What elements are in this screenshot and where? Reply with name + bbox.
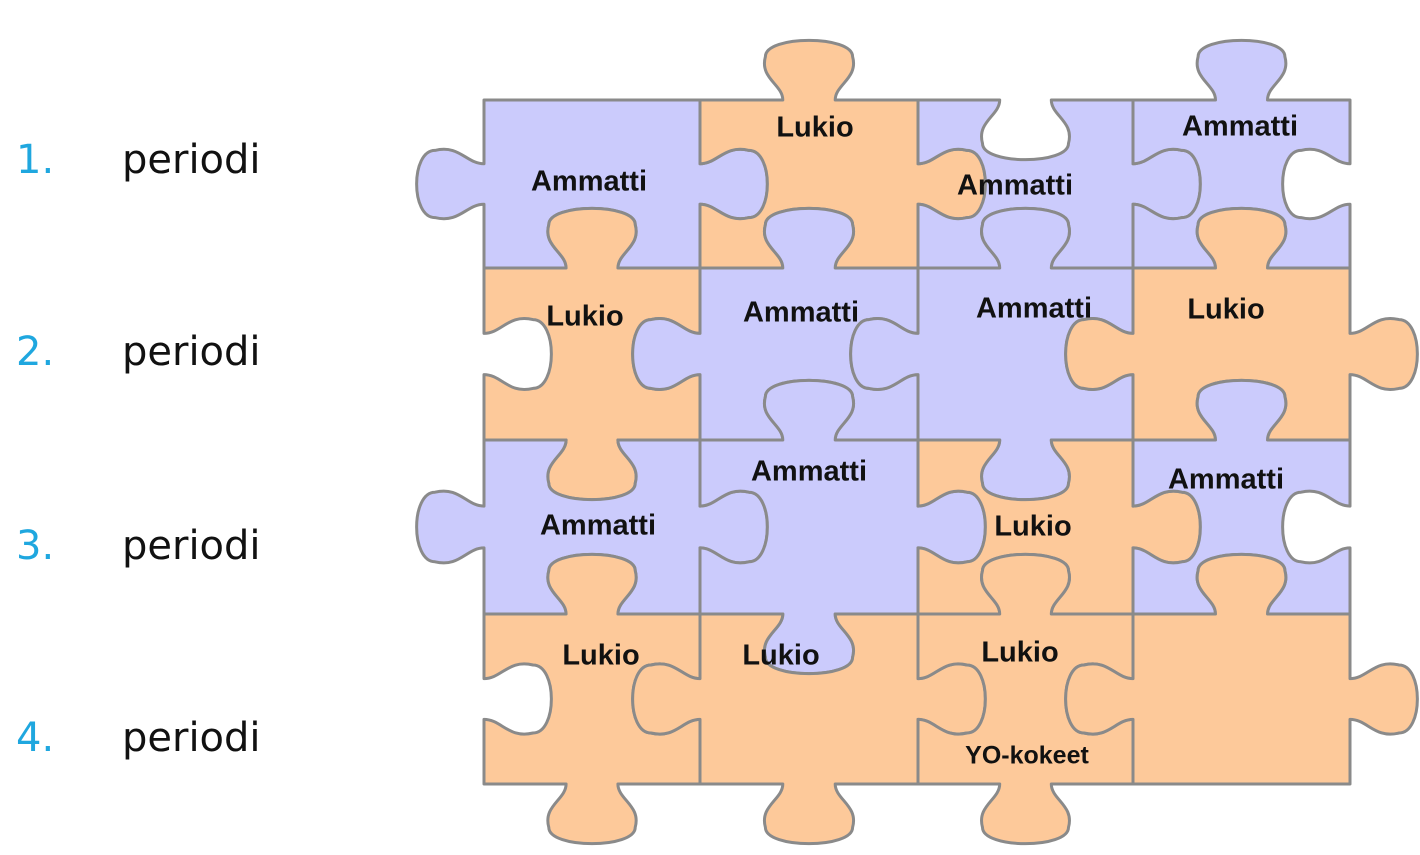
piece-label: Lukio	[742, 640, 819, 672]
period-item-3: 3. periodi	[16, 516, 261, 576]
piece-label: Lukio	[1187, 294, 1264, 326]
period-label: periodi	[122, 715, 261, 761]
period-item-1: 1. periodi	[16, 130, 261, 190]
piece-label: Ammatti	[1182, 111, 1298, 143]
period-item-4: 4. periodi	[16, 708, 261, 768]
piece-label: Ammatti	[531, 166, 647, 198]
piece-sub-label: YO-kokeet	[965, 742, 1089, 770]
puzzle-piece-r4-c4	[1064, 552, 1419, 786]
period-label: periodi	[122, 137, 261, 183]
piece-label: Ammatti	[957, 170, 1073, 202]
piece-label: Ammatti	[540, 510, 656, 542]
period-list: 1. periodi 2. periodi 3. periodi 4. peri…	[0, 0, 380, 855]
piece-label: Lukio	[981, 637, 1058, 669]
piece-label: Ammatti	[743, 297, 859, 329]
piece-label: Lukio	[994, 511, 1071, 543]
piece-label: Ammatti	[1168, 464, 1284, 496]
period-number: 1.	[16, 137, 55, 183]
piece-shape	[1064, 552, 1419, 786]
piece-label: Ammatti	[751, 456, 867, 488]
period-number: 3.	[16, 523, 55, 569]
period-label: periodi	[122, 329, 261, 375]
period-number: 2.	[16, 329, 55, 375]
period-number: 4.	[16, 715, 55, 761]
piece-label: Ammatti	[976, 293, 1092, 325]
period-label: periodi	[122, 523, 261, 569]
piece-label: Lukio	[562, 640, 639, 672]
piece-label: Lukio	[546, 301, 623, 333]
period-item-2: 2. periodi	[16, 322, 261, 382]
piece-label: Lukio	[776, 112, 853, 144]
